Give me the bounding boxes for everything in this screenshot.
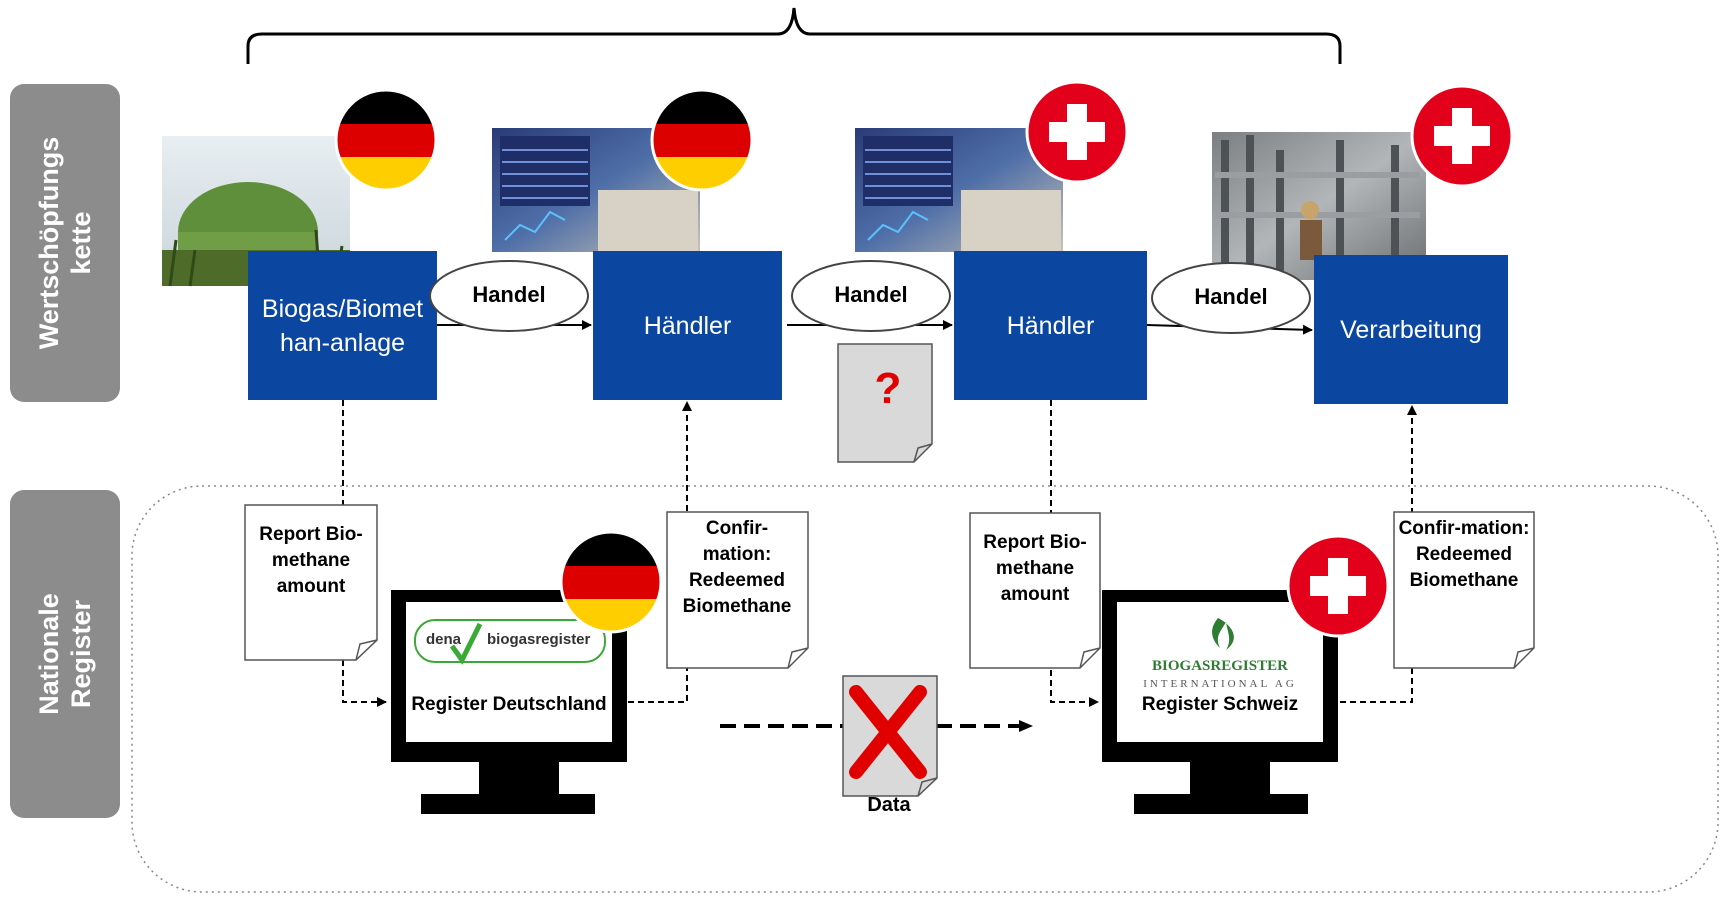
trade-label: Handel — [1194, 284, 1268, 309]
trade-ellipse-3 — [1151, 262, 1311, 334]
report-ch-document-icon — [969, 512, 1101, 669]
chain-node-label: Verarbeitung — [1340, 315, 1482, 344]
data-transfer-label: Data — [867, 794, 911, 816]
trading-floor-photo-2 — [855, 128, 1063, 252]
confirm-de-document-icon — [666, 511, 809, 669]
chain-node-label: Händler — [1006, 311, 1095, 340]
report-de-document-icon — [244, 504, 378, 661]
biogasregister-ch-logo-subtitle: INTERNATIONAL AG — [1143, 678, 1297, 690]
national-registers-side-label: Nationale Register — [10, 490, 120, 818]
national-registers-label-text: Nationale Register — [34, 593, 96, 715]
trade-label: Handel — [472, 282, 546, 307]
chain-node-label: Händler — [643, 311, 732, 340]
trade-label: Handel — [834, 282, 908, 307]
value-chain-brace — [246, 7, 1342, 64]
biogasregister-logo-text: biogasregister — [487, 631, 591, 648]
trade-ellipse-1 — [429, 260, 589, 332]
report-de-connector — [342, 400, 387, 707]
biogasregister-ch-logo-title: BIOGASREGISTER — [1152, 658, 1288, 674]
trading-floor-photo-1 — [492, 128, 700, 252]
flag-ch-icon — [1025, 80, 1129, 184]
report-ch-text: Report Bio-methane amount — [983, 532, 1087, 605]
x-mark-icon — [849, 685, 927, 779]
flag-ch-icon — [1410, 84, 1514, 188]
value-chain-label-text: Wertschöpfungs kette — [34, 136, 96, 350]
chain-node-trader-de: Händler — [593, 251, 782, 400]
report-ch-connector — [1050, 400, 1099, 707]
chain-node-biogas-plant: Biogas/Biomethan-anlage — [248, 251, 437, 400]
confirm-ch-connector — [1340, 405, 1417, 703]
chain-node-label: Biogas/Biomethan-anlage — [261, 294, 424, 357]
biogasregister-flame-icon — [1212, 618, 1234, 650]
chain-node-processing: Verarbeitung — [1314, 255, 1508, 404]
flag-ch-icon — [1286, 534, 1390, 638]
dena-biogasregister-logo — [414, 619, 606, 665]
confirm-ch-document-icon — [1393, 511, 1535, 669]
unknown-document-icon — [837, 343, 933, 463]
trade-ellipse-2 — [791, 260, 951, 332]
confirm-de-text: Confir-mation: Redeemed Biomethane — [682, 518, 792, 617]
register-de-name: Register Deutschland — [411, 694, 607, 715]
report-de-text: Report Bio-methane amount — [259, 524, 363, 597]
dena-logo-text: dena — [426, 631, 462, 648]
register-ch-name: Register Schweiz — [1141, 694, 1299, 715]
confirm-ch-text: Confir-mation: Redeemed Biomethane — [1398, 518, 1530, 591]
value-chain-side-label: Wertschöpfungs kette — [10, 84, 120, 402]
chain-node-trader-ch: Händler — [954, 251, 1147, 400]
unknown-document-text: ? — [874, 364, 902, 413]
